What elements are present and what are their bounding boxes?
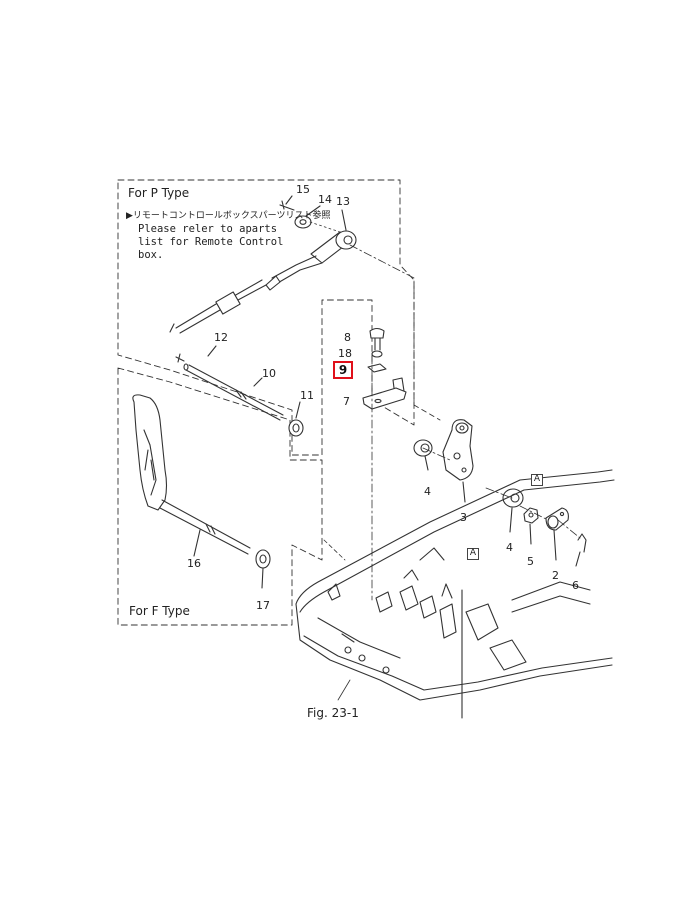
bolt-part-8	[369, 327, 385, 351]
bushing-part-4-b	[502, 488, 524, 508]
note-japanese-line: ▶リモートコントロールボックスパーツリスト参照	[126, 211, 331, 221]
bushing-part-17	[255, 549, 271, 569]
bracket-part-7	[362, 377, 407, 410]
part-label: 2	[552, 569, 559, 582]
part-label: 15	[296, 183, 310, 196]
figure-caption: Fig. 23-1	[307, 706, 359, 720]
plate-part-9	[367, 363, 387, 373]
clip-part-6	[577, 533, 587, 553]
part-label: 6	[572, 579, 579, 592]
highlighted-part-label[interactable]: 9	[333, 361, 353, 379]
f-type-boundary	[117, 367, 323, 626]
note-line-2: list for Remote Control	[138, 236, 284, 248]
remote-control-note: ▶リモートコントロールボックスパーツリスト参照 Please reler to …	[126, 210, 330, 262]
note-line-3: box.	[138, 249, 164, 261]
p-type-boundary	[117, 179, 415, 456]
bushing-part-11	[288, 419, 304, 437]
fitting-part-2	[545, 507, 569, 531]
part-label: 13	[336, 195, 350, 208]
part-label: 5	[527, 555, 534, 568]
part-label: 3	[460, 511, 467, 524]
part-label: 11	[300, 389, 314, 402]
part-label: 17	[256, 599, 270, 612]
part-label: 7	[343, 395, 350, 408]
nut-part-5	[523, 507, 539, 524]
f-type-title: For F Type	[129, 604, 190, 618]
reference-tag: A	[467, 548, 479, 560]
note-line-1: Please reler to aparts	[138, 223, 278, 235]
part-label: 16	[187, 557, 201, 570]
p-type-title: For P Type	[128, 186, 190, 200]
washer-part-18	[371, 350, 383, 358]
bottom-cowling	[295, 469, 615, 719]
part-label: 4	[506, 541, 513, 554]
arm-part-3	[442, 419, 474, 481]
reference-tag: A	[531, 474, 543, 486]
part-label: 8	[344, 331, 351, 344]
cable-assembly-part-13	[169, 230, 357, 334]
pin-part-12	[175, 353, 185, 363]
part-label: 18	[338, 347, 352, 360]
part-label: 4	[424, 485, 431, 498]
part-label: 14	[318, 193, 332, 206]
shaft-part-10	[183, 363, 284, 421]
part-label: 10	[262, 367, 276, 380]
handle-lever-part-16	[132, 394, 251, 555]
highlighted-part-number: 9	[338, 363, 348, 377]
pin-part-15	[279, 200, 295, 211]
part-label: 12	[214, 331, 228, 344]
